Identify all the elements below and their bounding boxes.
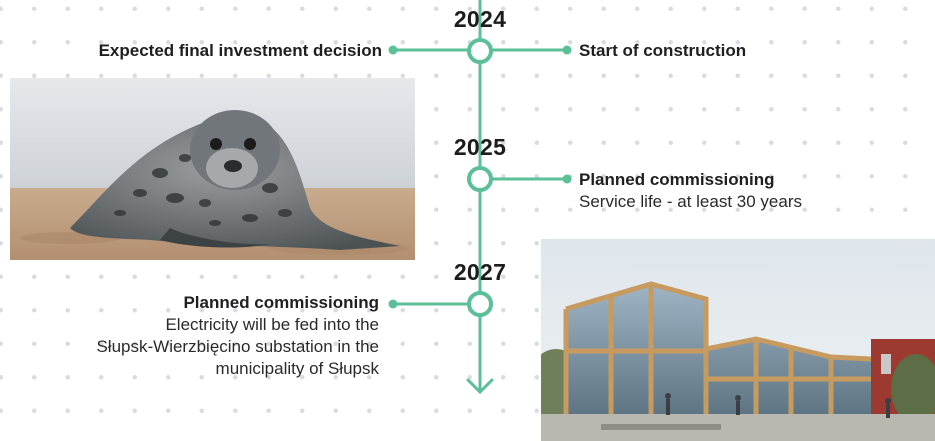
year-label-2027: 2027 xyxy=(453,259,507,285)
event-description-line: Słupsk-Wierzbięcino substation in the xyxy=(96,337,379,356)
event-final-investment-decision: Expected final investment decision xyxy=(99,40,382,62)
endpoint-dot xyxy=(562,174,572,184)
year-label-2024: 2024 xyxy=(453,6,507,32)
milestone-node-2024 xyxy=(467,38,493,64)
event-start-of-construction: Start of construction xyxy=(579,40,746,62)
year-label-2025: 2025 xyxy=(453,134,507,160)
event-title: Expected final investment decision xyxy=(98,41,382,60)
building-photo xyxy=(541,239,935,441)
event-title: Planned commissioning xyxy=(183,293,379,312)
event-title: Start of construction xyxy=(579,41,747,60)
endpoint-dot xyxy=(562,45,572,55)
event-planned-commissioning-2025: Planned commissioning Service life - at … xyxy=(579,169,802,213)
milestone-node-2025 xyxy=(467,166,493,192)
event-title: Planned commissioning xyxy=(579,170,775,189)
event-description-line: municipality of Słupsk xyxy=(215,359,379,378)
timeline-arrowhead xyxy=(466,378,494,395)
event-description-line: Electricity will be fed into the xyxy=(165,315,379,334)
event-planned-commissioning-2027: Planned commissioning Electricity will b… xyxy=(96,292,379,380)
endpoint-dot xyxy=(388,45,398,55)
seal-photo xyxy=(10,78,415,260)
event-description: Service life - at least 30 years xyxy=(579,192,802,211)
endpoint-dot xyxy=(388,299,398,309)
milestone-node-2027 xyxy=(467,291,493,317)
